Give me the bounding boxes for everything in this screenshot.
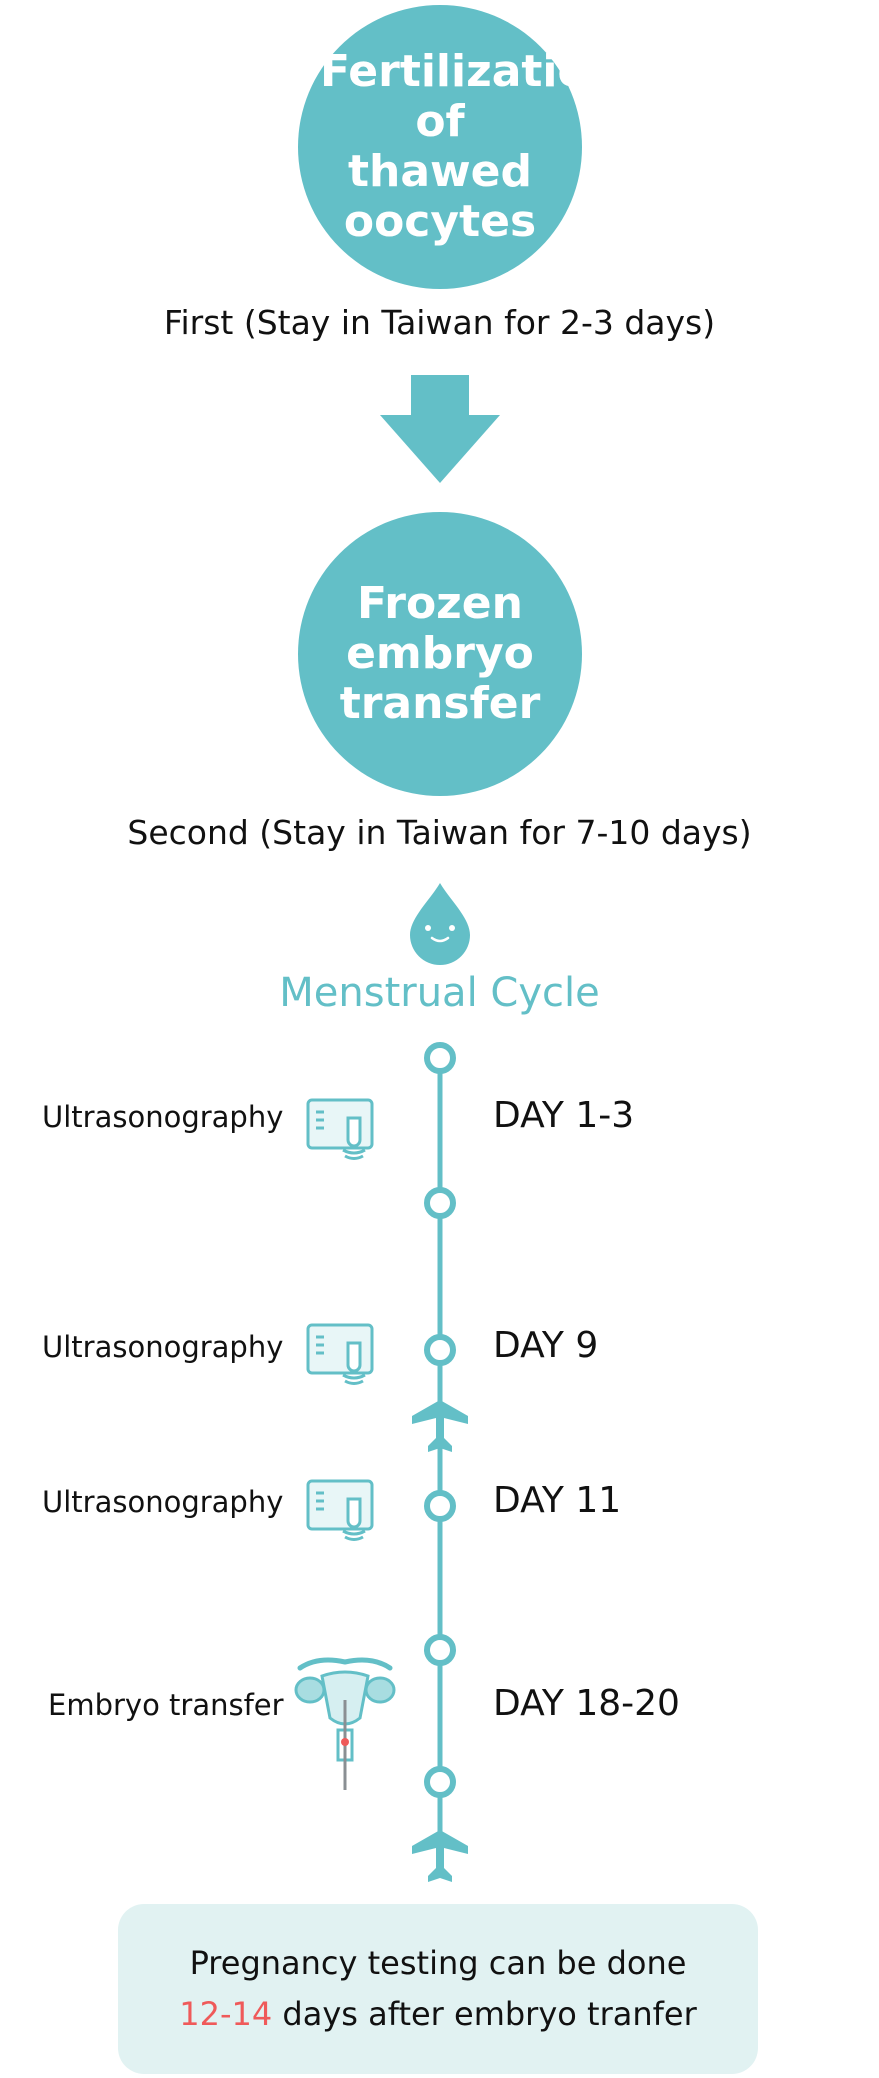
procedure-label: Ultrasonography [42, 1485, 284, 1519]
airplane-icon [412, 1830, 468, 1882]
timeline-node [424, 1187, 456, 1219]
day-label: DAY 11 [493, 1480, 622, 1521]
ultrasound-monitor-icon [306, 1098, 374, 1160]
timeline-node [424, 1490, 456, 1522]
timeline-node [424, 1042, 456, 1074]
day-label: DAY 9 [493, 1325, 599, 1366]
timeline-node [424, 1766, 456, 1798]
procedure-label: Embryo transfer [48, 1688, 284, 1722]
day-label: DAY 18-20 [493, 1683, 680, 1724]
result-box: Pregnancy testing can be done 12-14 days… [118, 1904, 758, 2074]
timeline-node [424, 1334, 456, 1366]
ultrasound-monitor-icon [306, 1323, 374, 1385]
cycle-title: Menstrual Cycle [279, 970, 600, 1016]
result-line-1: Pregnancy testing can be done [189, 1944, 687, 1982]
down-arrow-icon [380, 375, 500, 483]
procedure-label: Ultrasonography [42, 1100, 284, 1134]
airplane-icon [412, 1400, 468, 1452]
step2-circle: Frozen embryo transfer [298, 512, 582, 796]
procedure-label: Ultrasonography [42, 1330, 284, 1364]
step2-caption: Second (Stay in Taiwan for 7-10 days) [127, 813, 752, 852]
uterus-catheter-icon [294, 1657, 396, 1790]
result-line-2-text: days after embryo tranfer [282, 1995, 697, 2033]
ultrasound-monitor-icon [306, 1479, 374, 1541]
result-line-2: 12-14 days after embryo tranfer [118, 1995, 758, 2033]
step2-title: Frozen embryo transfer [339, 578, 541, 729]
day-label: DAY 1-3 [493, 1095, 635, 1136]
timeline-node [424, 1634, 456, 1666]
menstrual-drop-icon [410, 883, 470, 965]
result-highlight: 12-14 [179, 1995, 273, 2033]
step1-caption: First (Stay in Taiwan for 2-3 days) [163, 303, 716, 342]
